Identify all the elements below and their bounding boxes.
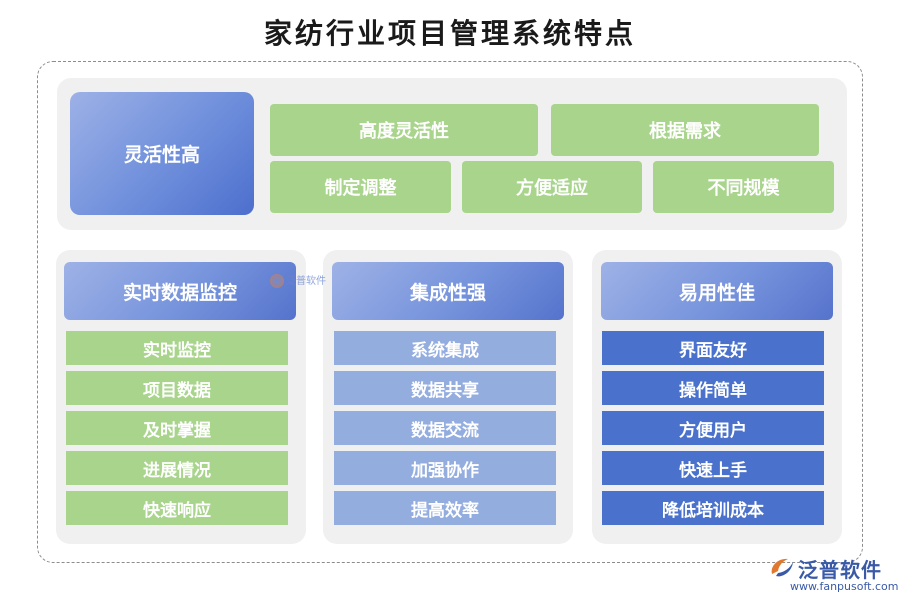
fanpu-logo-icon bbox=[771, 558, 793, 577]
list-item: 提高效率 bbox=[334, 491, 556, 525]
list-item: 快速响应 bbox=[66, 491, 288, 525]
list-item: 方便用户 bbox=[602, 411, 824, 445]
top-item-by-demand: 根据需求 bbox=[551, 104, 819, 156]
top-item-different-scale: 不同规模 bbox=[653, 161, 834, 213]
column-header-usability: 易用性佳 bbox=[601, 262, 833, 320]
list-item: 项目数据 bbox=[66, 371, 288, 405]
list-item: 数据交流 bbox=[334, 411, 556, 445]
list-item: 数据共享 bbox=[334, 371, 556, 405]
watermark-icon bbox=[270, 274, 284, 288]
list-item: 加强协作 bbox=[334, 451, 556, 485]
page-title: 家纺行业项目管理系统特点 bbox=[263, 17, 636, 50]
list-item: 实时监控 bbox=[66, 331, 288, 365]
logo-brand-name: 泛普软件 bbox=[798, 558, 882, 582]
watermark-text: 泛普软件 bbox=[286, 276, 326, 287]
top-item-high-flexibility: 高度灵活性 bbox=[270, 104, 538, 156]
list-item: 界面友好 bbox=[602, 331, 824, 365]
top-item-easy-adapt: 方便适应 bbox=[462, 161, 642, 213]
main-feature-box: 灵活性高 bbox=[70, 92, 254, 215]
list-item: 系统集成 bbox=[334, 331, 556, 365]
list-item: 降低培训成本 bbox=[602, 491, 824, 525]
logo-url: www.fanpusoft.com bbox=[790, 580, 899, 593]
watermark: 泛普软件 bbox=[270, 272, 326, 288]
column-header-integration: 集成性强 bbox=[332, 262, 564, 320]
list-item: 快速上手 bbox=[602, 451, 824, 485]
top-item-make-adjust: 制定调整 bbox=[270, 161, 451, 213]
brand-logo: 泛普软件 www.fanpusoft.com bbox=[768, 552, 898, 596]
column-header-realtime: 实时数据监控 bbox=[64, 262, 296, 320]
dashed-frame bbox=[37, 61, 863, 563]
list-item: 及时掌握 bbox=[66, 411, 288, 445]
list-item: 操作简单 bbox=[602, 371, 824, 405]
list-item: 进展情况 bbox=[66, 451, 288, 485]
